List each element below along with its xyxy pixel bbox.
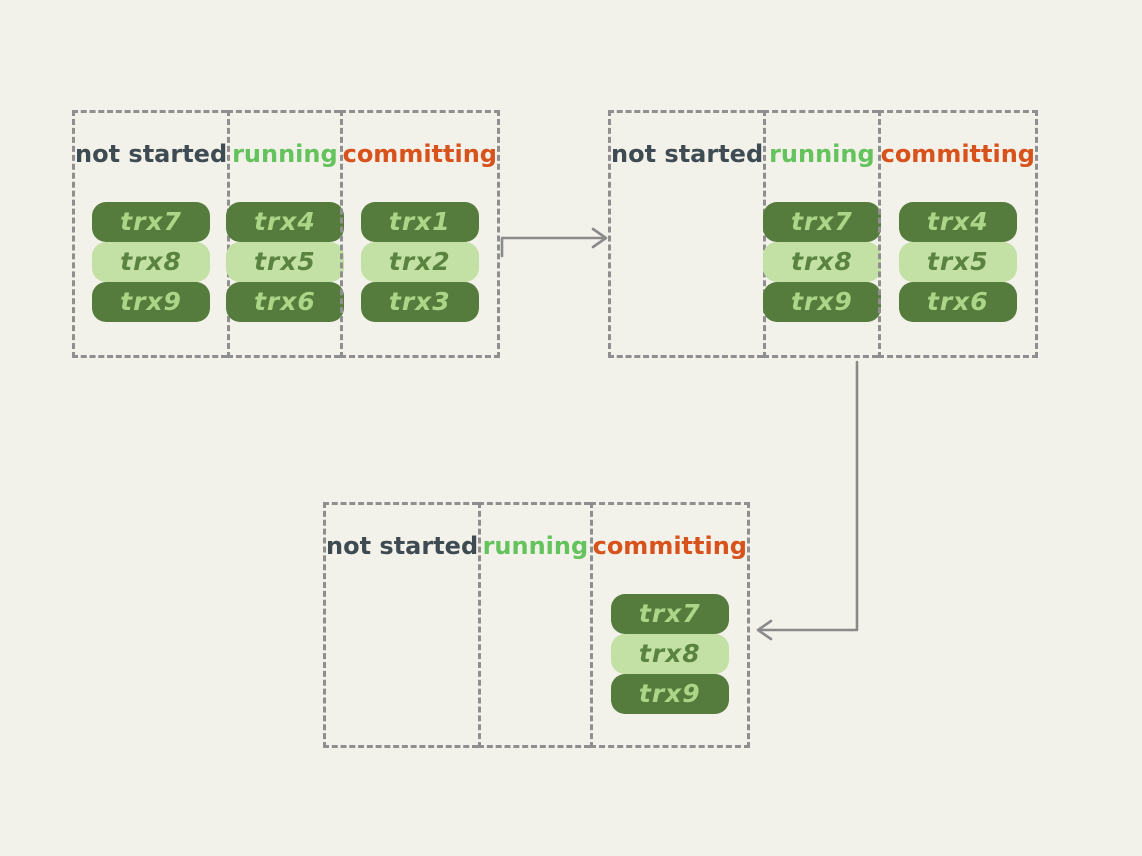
- stage1-column-committing: committing trx1 trx2 trx3: [339, 110, 500, 358]
- trx-pill: trx6: [225, 282, 344, 322]
- stage-group-3: not started running committing trx7 trx8…: [323, 502, 750, 748]
- stage3-column-running: running: [478, 502, 590, 748]
- arrow-stage1-to-stage2: [500, 227, 608, 258]
- pill-stack: trx7 trx8 trx9: [593, 594, 747, 714]
- trx-pill: trx7: [610, 594, 729, 634]
- pill-stack: trx1 trx2 trx3: [343, 202, 497, 322]
- stage-group-2: not started running trx7 trx8 trx9 commi…: [608, 110, 1038, 358]
- column-header-not-started: not started: [611, 140, 764, 168]
- column-header-committing: committing: [880, 140, 1035, 168]
- trx-pill: trx4: [898, 202, 1017, 242]
- stage2-column-not-started: not started: [608, 110, 764, 358]
- column-header-committing: committing: [342, 140, 497, 168]
- pill-stack: trx7 trx8 trx9: [762, 202, 881, 322]
- pill-stack: trx7 trx8 trx9: [75, 202, 227, 322]
- stage3-column-committing: committing trx7 trx8 trx9: [589, 502, 750, 748]
- column-header-committing: committing: [592, 532, 747, 560]
- stage3-column-not-started: not started: [323, 502, 479, 748]
- trx-pill: trx3: [360, 282, 479, 322]
- trx-pill: trx8: [610, 634, 729, 674]
- trx-pill: trx9: [610, 674, 729, 714]
- trx-pill: trx1: [360, 202, 479, 242]
- stage1-column-running: running trx4 trx5 trx6: [225, 110, 344, 358]
- trx-pill: trx4: [225, 202, 344, 242]
- trx-pill: trx7: [92, 202, 211, 242]
- stage2-column-committing: committing trx4 trx5 trx6: [877, 110, 1038, 358]
- stage-group-1: not started trx7 trx8 trx9 running trx4 …: [72, 110, 500, 358]
- column-header-running: running: [482, 532, 589, 560]
- pill-stack: trx4 trx5 trx6: [225, 202, 344, 322]
- stage2-column-running: running trx7 trx8 trx9: [762, 110, 881, 358]
- trx-pill: trx9: [92, 282, 211, 322]
- arrow-stage2-to-stage3: [756, 360, 859, 641]
- trx-pill: trx9: [762, 282, 881, 322]
- trx-pill: trx5: [225, 242, 344, 282]
- trx-pill: trx8: [92, 242, 211, 282]
- column-header-running: running: [232, 140, 338, 168]
- stage1-column-not-started: not started trx7 trx8 trx9: [72, 110, 228, 358]
- trx-pill: trx7: [762, 202, 881, 242]
- trx-pill: trx8: [762, 242, 881, 282]
- trx-pill: trx2: [360, 242, 479, 282]
- column-header-not-started: not started: [75, 140, 228, 168]
- trx-pill: trx6: [898, 282, 1017, 322]
- pill-stack: trx4 trx5 trx6: [881, 202, 1035, 322]
- column-header-not-started: not started: [326, 532, 479, 560]
- trx-pill: trx5: [898, 242, 1017, 282]
- column-header-running: running: [769, 140, 875, 168]
